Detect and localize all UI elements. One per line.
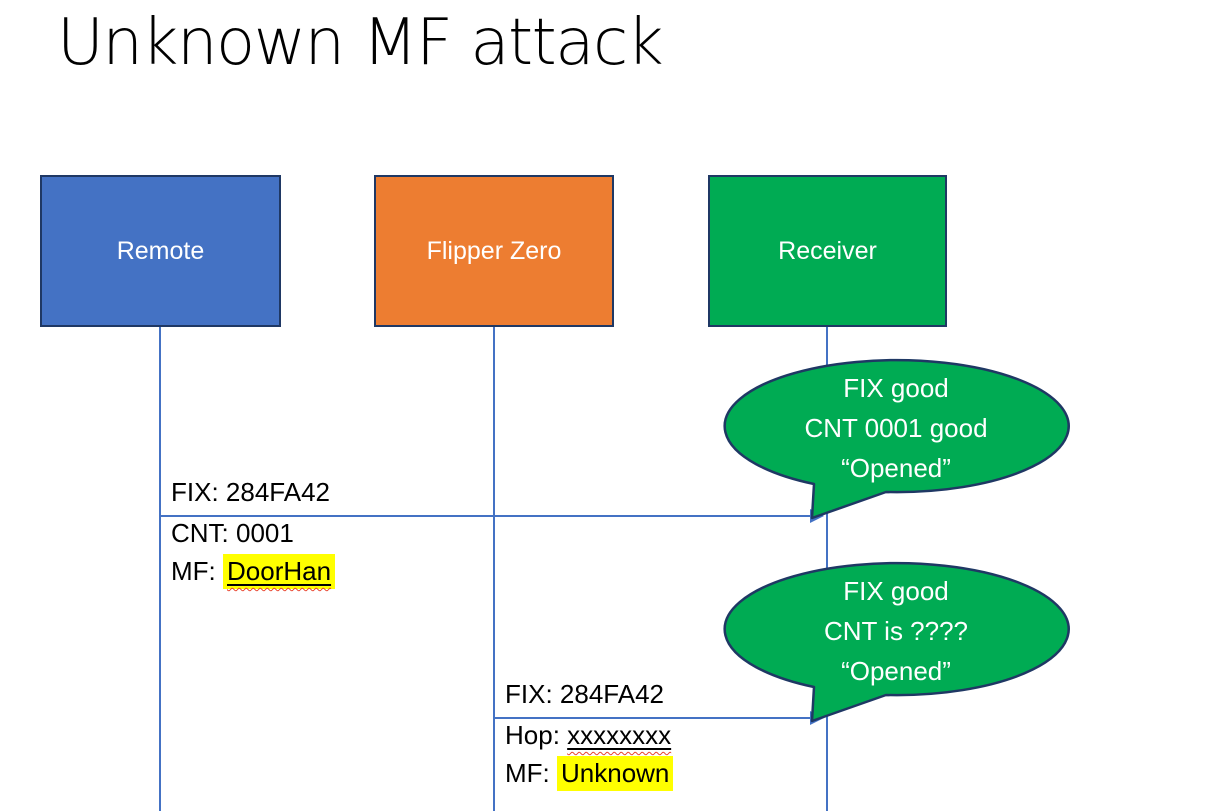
slide-title: Unknown MF attack bbox=[57, 6, 664, 80]
message2-hop-value-text: xxxxxxxx bbox=[567, 720, 672, 750]
message-arrow-flipper-to-receiver bbox=[494, 717, 812, 719]
message-arrow-remote-to-receiver bbox=[160, 515, 812, 517]
message2-mf-value-highlighted: Unknown bbox=[557, 756, 674, 791]
speech-bubble-1-text: FIX good CNT 0001 good “Opened” bbox=[720, 368, 1072, 488]
message1-line-mf: MF: DoorHan bbox=[171, 554, 336, 589]
actor-label-flipper-zero: Flipper Zero bbox=[426, 236, 562, 265]
message2-mf-label: MF: bbox=[505, 758, 557, 788]
message2-mf-value-text: Unknown bbox=[561, 758, 670, 788]
actor-label-receiver: Receiver bbox=[778, 236, 877, 265]
actor-box-receiver: Receiver bbox=[708, 175, 947, 327]
message2-line-mf: MF: Unknown bbox=[505, 756, 674, 791]
message2-line-hop: Hop: xxxxxxxx bbox=[505, 720, 671, 750]
bubble2-line2: CNT is ???? bbox=[823, 616, 969, 646]
message1-mf-value-highlighted: DoorHan bbox=[223, 554, 336, 589]
message1-mf-label: MF: bbox=[171, 556, 223, 586]
message1-cnt-text: CNT: 0001 bbox=[171, 518, 294, 548]
speech-bubble-2 bbox=[723, 561, 1070, 723]
message1-line-cnt: CNT: 0001 bbox=[171, 518, 294, 548]
actor-box-remote: Remote bbox=[40, 175, 281, 327]
speech-bubble-1 bbox=[723, 358, 1070, 520]
bubble2-line3: “Opened” bbox=[841, 656, 951, 686]
message1-mf-value-text: DoorHan bbox=[227, 556, 332, 586]
message1-fix-text: FIX: 284FA42 bbox=[171, 477, 330, 507]
message2-line-fix: FIX: 284FA42 bbox=[505, 679, 664, 709]
message1-line-fix: FIX: 284FA42 bbox=[171, 477, 330, 507]
message2-hop-label: Hop: bbox=[505, 720, 568, 750]
actor-box-flipper-zero: Flipper Zero bbox=[374, 175, 614, 327]
actor-label-remote: Remote bbox=[116, 236, 205, 265]
message2-hop-value-underlined: xxxxxxxx bbox=[567, 720, 671, 750]
speech-bubble-2-text: FIX good CNT is ???? “Opened” bbox=[720, 571, 1072, 691]
message2-fix-text: FIX: 284FA42 bbox=[505, 679, 664, 709]
bubble1-line1: FIX good bbox=[843, 373, 949, 403]
speech-bubble-2-shape bbox=[723, 561, 1070, 723]
speech-bubble-1-shape bbox=[723, 358, 1070, 520]
bubble2-line1: FIX good bbox=[843, 576, 949, 606]
bubble1-line3: “Opened” bbox=[841, 453, 951, 483]
lifeline-remote bbox=[159, 327, 161, 811]
bubble1-line2: CNT 0001 good bbox=[804, 413, 988, 443]
lifeline-flipper-zero bbox=[493, 327, 495, 811]
